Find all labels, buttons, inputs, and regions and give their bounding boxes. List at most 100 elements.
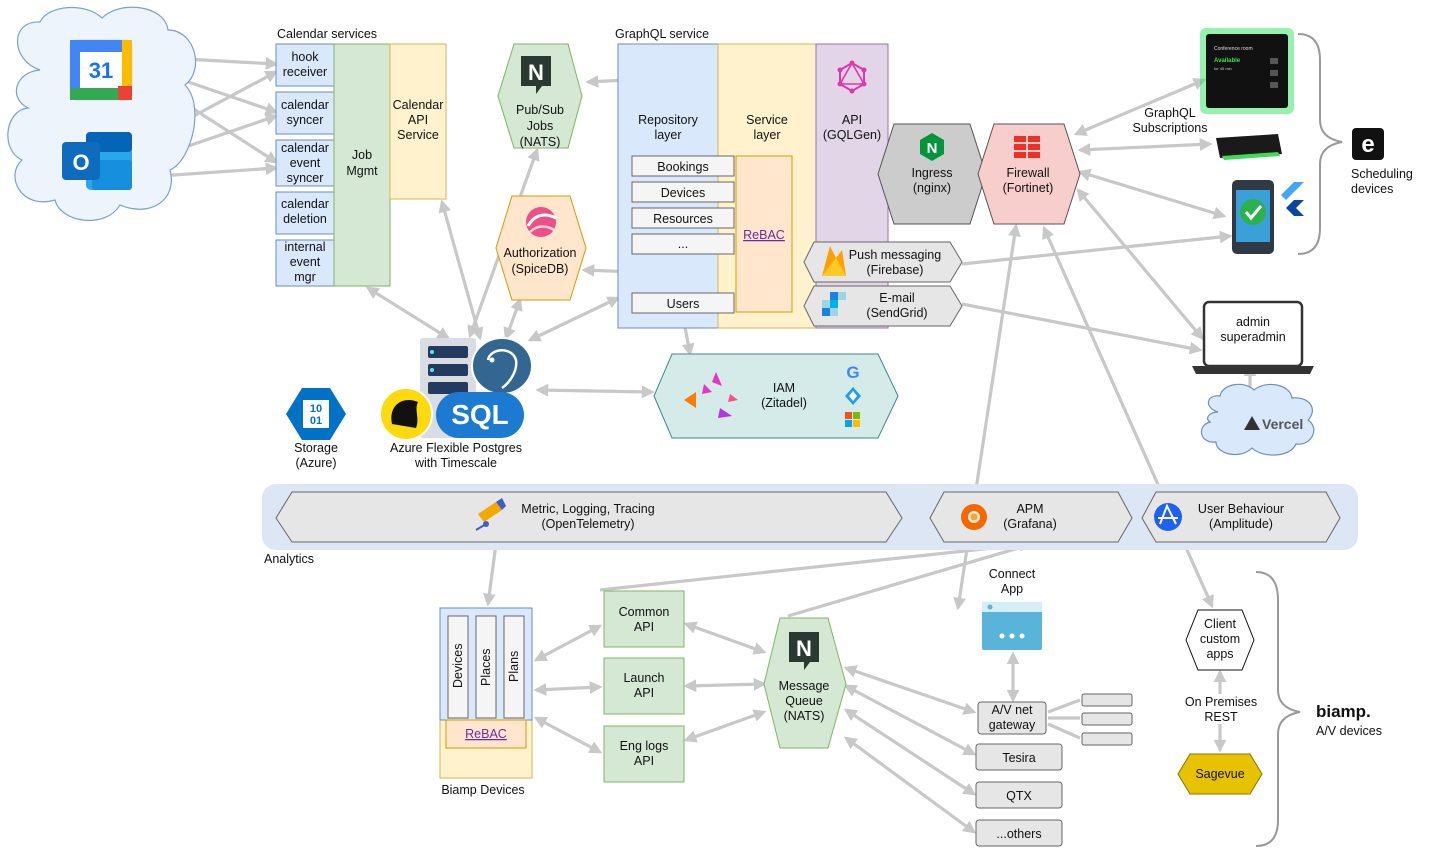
arrow-gateway-dev1 (1047, 698, 1081, 714)
scheduling-devices-group: Conference room Available for 45 min e (1132, 28, 1413, 255)
email-node[interactable]: E-mail(SendGrid) (803, 285, 963, 327)
resources-item[interactable] (631, 207, 735, 229)
api-gqlgen-box[interactable] (815, 43, 889, 329)
sendgrid-icon (822, 292, 846, 316)
ellipsis-label: ... (678, 237, 688, 251)
azure-ad-icon (845, 387, 861, 405)
ingress-node[interactable]: N Ingress(nginx) (877, 123, 987, 225)
ellipsis-item[interactable] (631, 233, 735, 255)
cloud-shape (7, 6, 197, 221)
iam-node[interactable]: IAM(Zitadel) G (653, 353, 899, 439)
av-net-device-2[interactable] (1081, 712, 1133, 726)
arrow-launch-mq (683, 677, 767, 693)
others-label: ...others (996, 827, 1041, 841)
iam-label: IAM(Zitadel) (761, 381, 807, 410)
scheduling-e-icon: e (1352, 128, 1384, 160)
arrow-otel-biamp (483, 543, 498, 607)
biamp-brand-logo: biamp. (1316, 702, 1371, 721)
amplitude-node[interactable]: User Behaviour(Amplitude) (1141, 491, 1341, 543)
analytics-band: Analytics Metric, Logging, Tracing(OpenT… (262, 484, 1358, 566)
push-messaging-node[interactable]: Push messaging(Firebase) (803, 241, 963, 283)
desk-speaker-device[interactable] (1216, 134, 1282, 160)
calendar-api-service-box[interactable] (389, 43, 447, 200)
graphql-rebac-box[interactable] (735, 155, 793, 313)
push-messaging-label: Push messaging(Firebase) (849, 248, 941, 277)
arrow-biamp-englogs (533, 716, 603, 754)
sagevue-node[interactable]: Sagevue (1177, 753, 1263, 795)
svg-text:N: N (796, 636, 812, 661)
svg-text:Conference room: Conference room (1214, 46, 1253, 52)
apm-grafana-node[interactable]: APM(Grafana) (929, 491, 1133, 543)
grafana-icon (961, 504, 987, 530)
arrow-mq-others (843, 736, 977, 834)
graphql-rebac-link[interactable]: ReBAC (743, 228, 785, 242)
internal-event-mgr-box[interactable] (275, 239, 335, 287)
vercel-triangle-icon (1244, 416, 1260, 430)
sagevue-label: Sagevue (1195, 767, 1244, 781)
nats-mq-icon: N (789, 632, 819, 670)
mobile-phone-device[interactable] (1232, 180, 1274, 254)
checkmark-icon (1240, 199, 1266, 225)
devices-item[interactable] (631, 181, 735, 203)
plans-column[interactable] (503, 615, 525, 719)
plans-column-label: Plans (507, 651, 521, 682)
svg-text:N: N (528, 60, 544, 85)
calendar-services-title: Calendar services (277, 27, 377, 41)
arrow-jobmgmt-db (365, 286, 451, 340)
authorization-node[interactable]: Authorization(SpiceDB) (495, 195, 587, 301)
bookings-item[interactable] (631, 155, 735, 177)
arrow-mq-gateway (843, 665, 977, 715)
room-tablet-device[interactable]: Conference room Available for 45 min (1200, 28, 1294, 114)
arrow-fw-admin (1076, 188, 1204, 340)
job-mgmt-box[interactable] (333, 43, 391, 287)
arrow-fw-tablet (1073, 78, 1207, 136)
devices-column[interactable] (447, 615, 469, 719)
calendar-event-syncer-box[interactable] (275, 139, 335, 187)
users-item[interactable] (631, 292, 735, 314)
tesira-node[interactable]: Tesira (975, 743, 1063, 771)
biamp-rebac-box[interactable] (445, 719, 527, 749)
others-node[interactable]: ...others (975, 819, 1063, 847)
calendar-deletion-box[interactable] (275, 191, 335, 235)
places-column[interactable] (475, 615, 497, 719)
arrow-calapi-db (438, 199, 484, 341)
av-net-device-3[interactable] (1081, 732, 1133, 746)
app-window-icon (982, 602, 1042, 650)
arrow-gateway-dev3 (1047, 722, 1081, 740)
av-net-device-1[interactable] (1081, 693, 1133, 707)
opentelemetry-node[interactable]: Metric, Logging, Tracing(OpenTelemetry) (275, 491, 903, 543)
calendar-syncer-box[interactable] (275, 91, 335, 135)
firebase-icon (822, 246, 846, 276)
api-gqlgen-label: API(GQLGen) (823, 113, 881, 142)
gcal-date-text: 31 (89, 58, 113, 83)
graphql-icon (837, 60, 867, 94)
biamp-rebac-link[interactable]: ReBAC (465, 727, 507, 741)
firewall-node[interactable]: Firewall(Fortinet) (977, 123, 1081, 225)
resources-label: Resources (653, 212, 713, 226)
qtx-node[interactable]: QTX (975, 781, 1063, 809)
